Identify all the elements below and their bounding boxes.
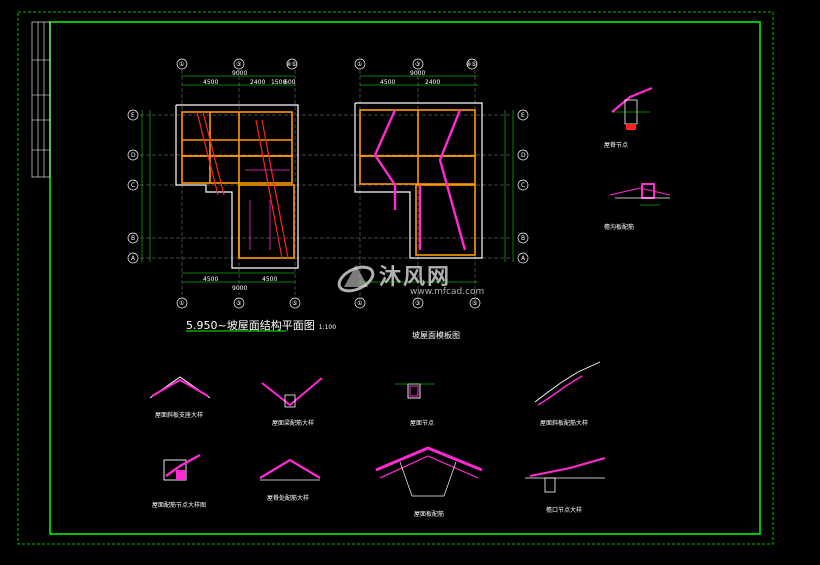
watermark-logo-icon bbox=[337, 265, 375, 293]
detail-row2-1 bbox=[163, 453, 201, 481]
detail-ridge-node bbox=[611, 86, 653, 130]
detail-label: 屋面节点 bbox=[410, 420, 435, 427]
detail-row1-3 bbox=[395, 383, 435, 399]
detail-label: 檐沟板配筋 bbox=[604, 224, 635, 231]
axis-label-col-bottom: ① bbox=[357, 300, 363, 307]
axis-label-col: ① bbox=[179, 61, 185, 68]
axis-label-col-bottom: ① bbox=[179, 300, 185, 307]
axis-label-col: ④⑤ bbox=[466, 61, 477, 68]
watermark: 沐风网 www.mfcad.com bbox=[334, 257, 494, 303]
detail-row2-2 bbox=[259, 458, 321, 481]
axis-label-row: C bbox=[521, 182, 526, 189]
axis-label-col-bottom: ③ bbox=[415, 300, 421, 307]
drawing-frame bbox=[49, 21, 761, 535]
dim-text: 4500 bbox=[380, 79, 396, 86]
axis-label-col: ③ bbox=[236, 61, 242, 68]
watermark-brand: 沐风网 bbox=[379, 265, 452, 290]
axis-label-row: C bbox=[131, 182, 136, 189]
dim-text: 9000 bbox=[232, 70, 248, 77]
plan-title-underline bbox=[186, 330, 286, 332]
axis-label-row: B bbox=[521, 235, 526, 242]
watermark-url: www.mfcad.com bbox=[410, 287, 485, 297]
axis-label-col-bottom: ③ bbox=[236, 300, 242, 307]
axis-label-row: E bbox=[131, 112, 135, 119]
dim-text: 9000 bbox=[232, 285, 248, 292]
roof-plan-title: 坡屋面模板图 bbox=[412, 331, 460, 340]
plan-title-text: 5.950~坡屋面结构平面图 bbox=[186, 319, 315, 332]
dim-text: 1500 bbox=[271, 79, 287, 86]
structural-plan-left bbox=[127, 58, 510, 309]
detail-row1-4 bbox=[534, 361, 601, 406]
detail-row1-2 bbox=[261, 377, 323, 408]
dim-text: 4500 bbox=[203, 276, 219, 283]
outer-border bbox=[17, 11, 774, 545]
detail-gutter bbox=[609, 183, 671, 206]
detail-row2-4 bbox=[525, 457, 606, 493]
dim-text: 2400 bbox=[425, 79, 441, 86]
axis-label-col: ④⑤ bbox=[286, 61, 297, 68]
detail-label: 屋面板配筋 bbox=[414, 511, 445, 518]
axis-label-row: E bbox=[521, 112, 525, 119]
axis-label-col: ③ bbox=[415, 61, 421, 68]
dim-text: 4500 bbox=[262, 276, 278, 283]
dim-text: 2400 bbox=[250, 79, 266, 86]
dim-text: 9000 bbox=[410, 70, 426, 77]
axis-label-row: B bbox=[131, 235, 136, 242]
title-strip bbox=[31, 21, 51, 178]
axis-label-col-bottom: ⑤ bbox=[292, 300, 298, 307]
axis-label-row: A bbox=[131, 255, 136, 262]
detail-label: 屋脊处配筋大样 bbox=[267, 495, 310, 502]
axis-label-row: A bbox=[521, 255, 526, 262]
axis-label-col: ① bbox=[357, 61, 363, 68]
axis-label-row: D bbox=[131, 152, 136, 159]
detail-row1-1 bbox=[149, 376, 211, 399]
plan-scale: 1:100 bbox=[318, 324, 337, 331]
axis-label-col-bottom: ⑤ bbox=[472, 300, 478, 307]
detail-label: 屋脊节点 bbox=[604, 142, 629, 149]
dim-text: 600 bbox=[284, 79, 296, 86]
detail-label: 屋面斜板配筋大样 bbox=[540, 420, 589, 427]
axis-label-row: D bbox=[521, 152, 526, 159]
detail-label: 檐口节点大样 bbox=[546, 507, 583, 514]
detail-row2-3 bbox=[375, 446, 483, 497]
dim-text: 4500 bbox=[203, 79, 219, 86]
detail-label: 屋面斜板支座大样 bbox=[155, 412, 204, 419]
detail-label: 屋面梁配筋大样 bbox=[272, 420, 315, 427]
detail-label: 屋面配筋节点大样图 bbox=[152, 502, 207, 509]
roof-template-plan bbox=[354, 58, 529, 309]
